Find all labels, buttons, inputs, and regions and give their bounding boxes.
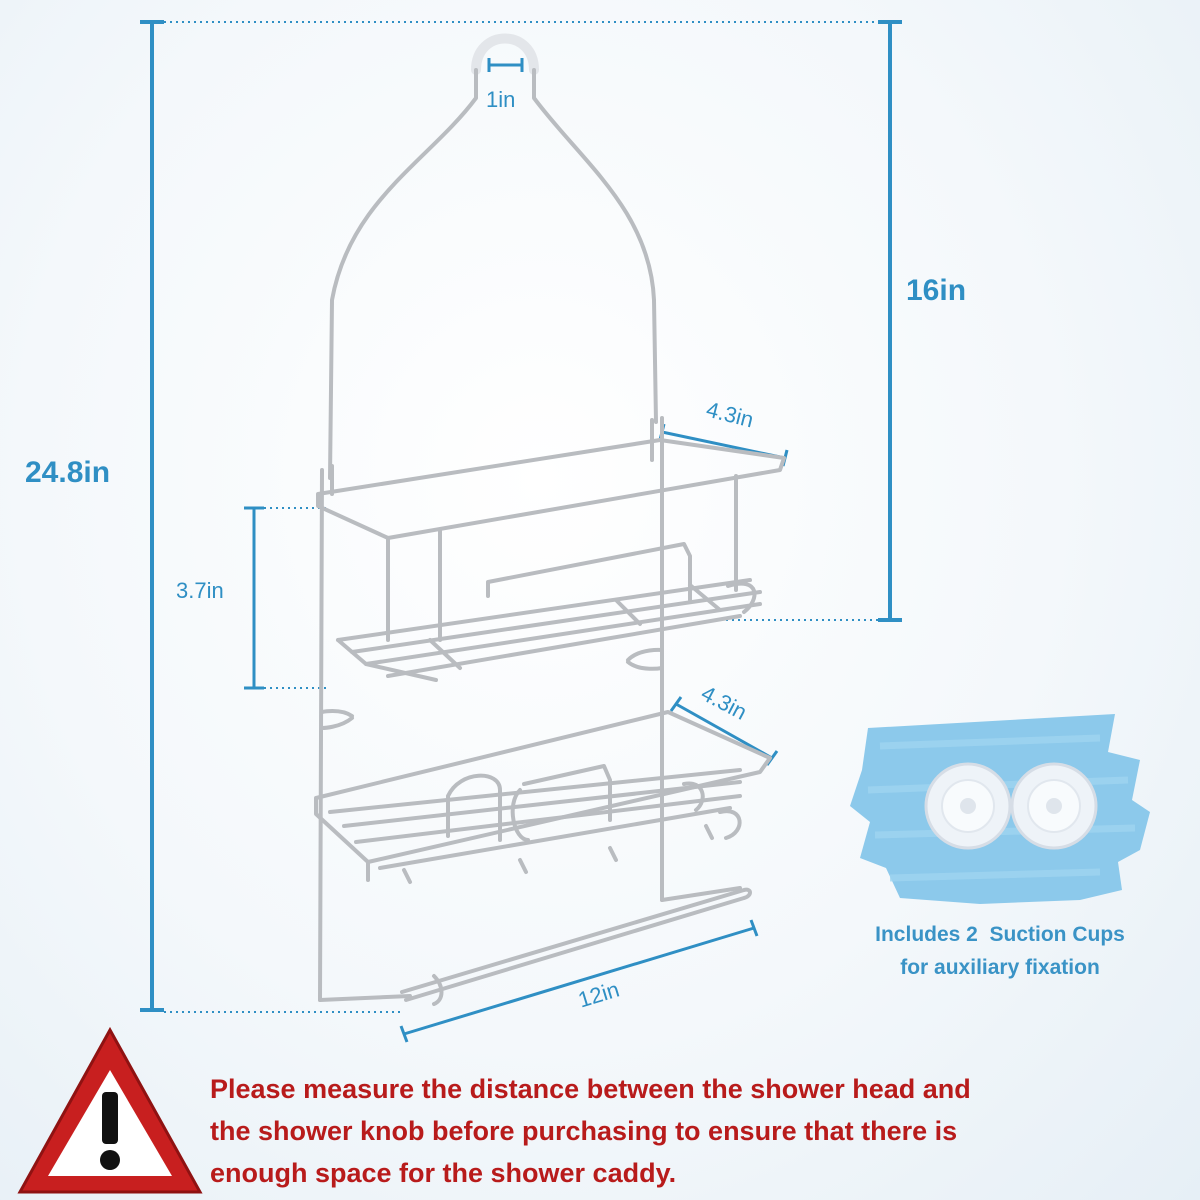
suction-cups-line-2: for auxiliary fixation — [900, 956, 1100, 979]
suction-cups-caption: Includes 2 Suction Cups for auxiliary fi… — [840, 918, 1160, 984]
dimension-lines — [140, 20, 902, 1043]
suction-cup-right — [1010, 762, 1098, 850]
suction-cup-left — [924, 762, 1012, 850]
warning-triangle-icon — [17, 1026, 203, 1194]
hook-width-label: 1in — [486, 87, 516, 112]
suction-cups-line-1: Includes 2 Suction Cups — [875, 923, 1125, 946]
total-height-label: 24.8in — [25, 456, 111, 489]
warning-message: Please measure the distance between the … — [210, 1068, 1170, 1194]
warning-line-1: Please measure the distance between the … — [210, 1074, 971, 1104]
warning-line-3: enough space for the shower caddy. — [210, 1158, 677, 1188]
shower-caddy-wireframe — [314, 33, 786, 1006]
shelf-spacing-label: 3.7in — [176, 578, 224, 603]
upper-height-label: 16in — [906, 274, 967, 307]
warning-line-2: the shower knob before purchasing to ens… — [210, 1116, 958, 1146]
